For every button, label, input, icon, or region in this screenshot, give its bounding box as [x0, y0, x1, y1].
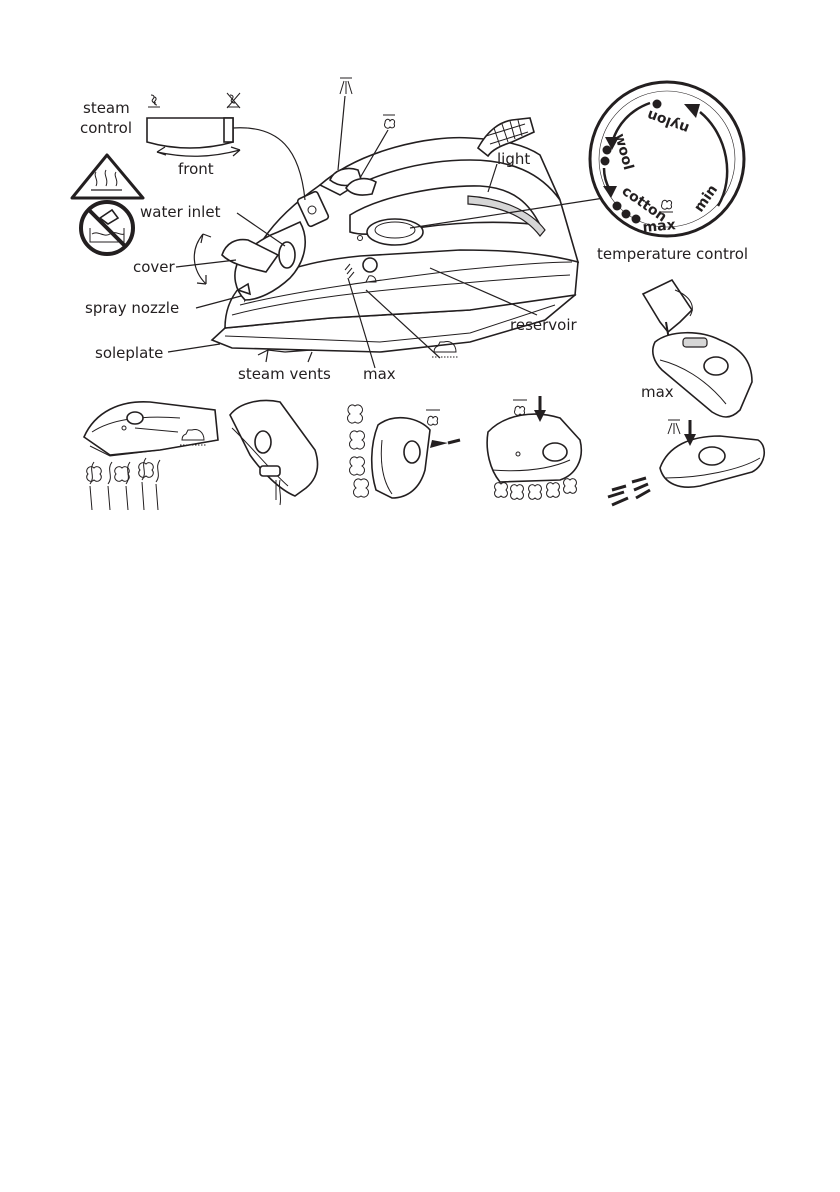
dial-dot-3a: [613, 202, 622, 211]
label-light: light: [497, 150, 530, 168]
dial-dot-3c: [632, 215, 641, 224]
label-temperature-control: temperature control: [597, 245, 748, 263]
label-reservoir: reservoir: [510, 316, 577, 334]
steam-control-strip: [147, 93, 240, 156]
scene3-steam-burst-icon: [426, 410, 440, 425]
water-inlet-opening: [279, 242, 295, 268]
hot-surface-warning-icon: [72, 155, 143, 198]
label-soleplate: soleplate: [95, 344, 163, 362]
label-max-reservoir: max: [363, 365, 396, 383]
dial-dot-2b: [601, 157, 610, 166]
steam-icon: [148, 95, 160, 107]
dial-dot-2a: [603, 146, 612, 155]
scene-spray: [608, 420, 764, 505]
no-immerse-icon: [81, 202, 133, 254]
label-steam-control-1: steam: [83, 99, 130, 117]
spray-icon: [340, 78, 352, 94]
steam-burst-icon: [383, 115, 395, 128]
dial-dot-3b: [622, 210, 631, 219]
label-front: front: [178, 160, 214, 178]
label-cover: cover: [133, 258, 176, 276]
scene-vertical-steam: [347, 405, 460, 498]
scene-steam-burst: [487, 396, 581, 499]
scene5-spray-icon: [668, 420, 680, 434]
scene-steam-ironing: [84, 402, 218, 510]
label-max-fill: max: [641, 383, 674, 401]
label-steam-control-2: control: [80, 119, 132, 137]
dial-label-max: max: [642, 217, 676, 236]
self-clean-button[interactable]: [363, 258, 377, 272]
scene4-steam-burst-icon: [513, 400, 527, 415]
cover-rotation-arrow: [194, 234, 211, 284]
label-spray-nozzle: spray nozzle: [85, 299, 179, 317]
no-steam-icon: [227, 93, 240, 108]
temperature-control-dial: nylon wool cotton max min: [590, 82, 744, 236]
label-steam-vents: steam vents: [238, 365, 331, 383]
scene-iron-standing: [230, 401, 318, 505]
label-water-inlet: water inlet: [140, 203, 221, 221]
dial-dot-1: [653, 100, 662, 109]
water-jug: [643, 280, 692, 332]
